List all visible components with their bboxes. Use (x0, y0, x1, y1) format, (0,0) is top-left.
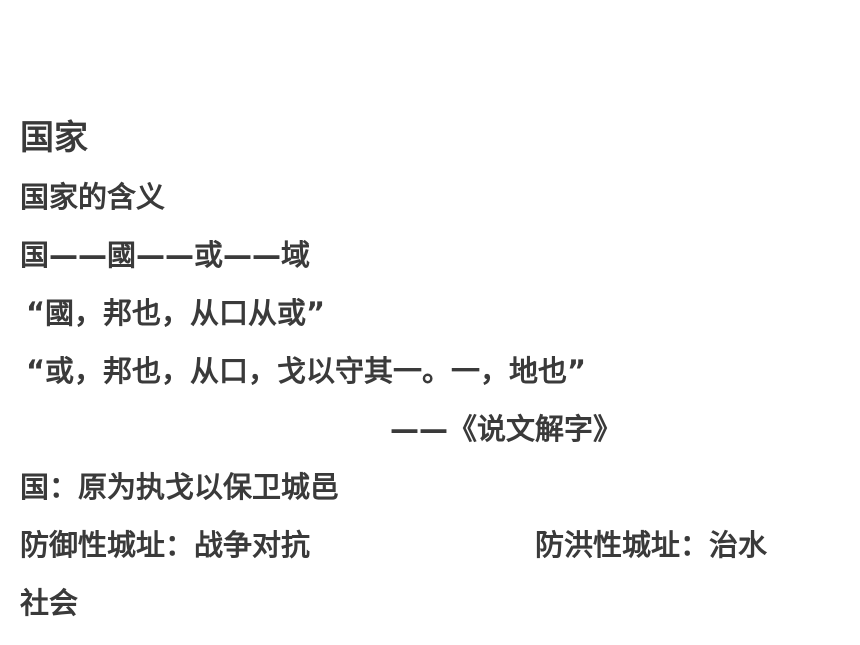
flood-control-city-site: 防洪性城址：治水 (535, 528, 768, 562)
city-site-types: 防御性城址：战争对抗 防洪性城址：治水 (20, 516, 850, 574)
shuowen-quote-guo: “國，邦也，从口从或” (26, 296, 326, 330)
meaning-heading: 国家的含义 (20, 180, 166, 214)
shuowen-quote-huo: “或，邦也，从口，戈以守其一。一，地也” (26, 354, 587, 388)
quote-source: ——《说文解字》 (390, 412, 623, 446)
document-body: 国家 国家的含义 国——國——或——域 “國，邦也，从口从或” “或，邦也，从口… (20, 114, 850, 632)
document-title: 国家 (20, 118, 88, 158)
character-evolution: 国——國——或——域 (20, 238, 311, 272)
society-text: 社会 (20, 586, 79, 620)
defensive-city-site: 防御性城址：战争对抗 (20, 528, 311, 562)
guo-origin: 国：原为执戈以保卫城邑 (20, 470, 340, 504)
